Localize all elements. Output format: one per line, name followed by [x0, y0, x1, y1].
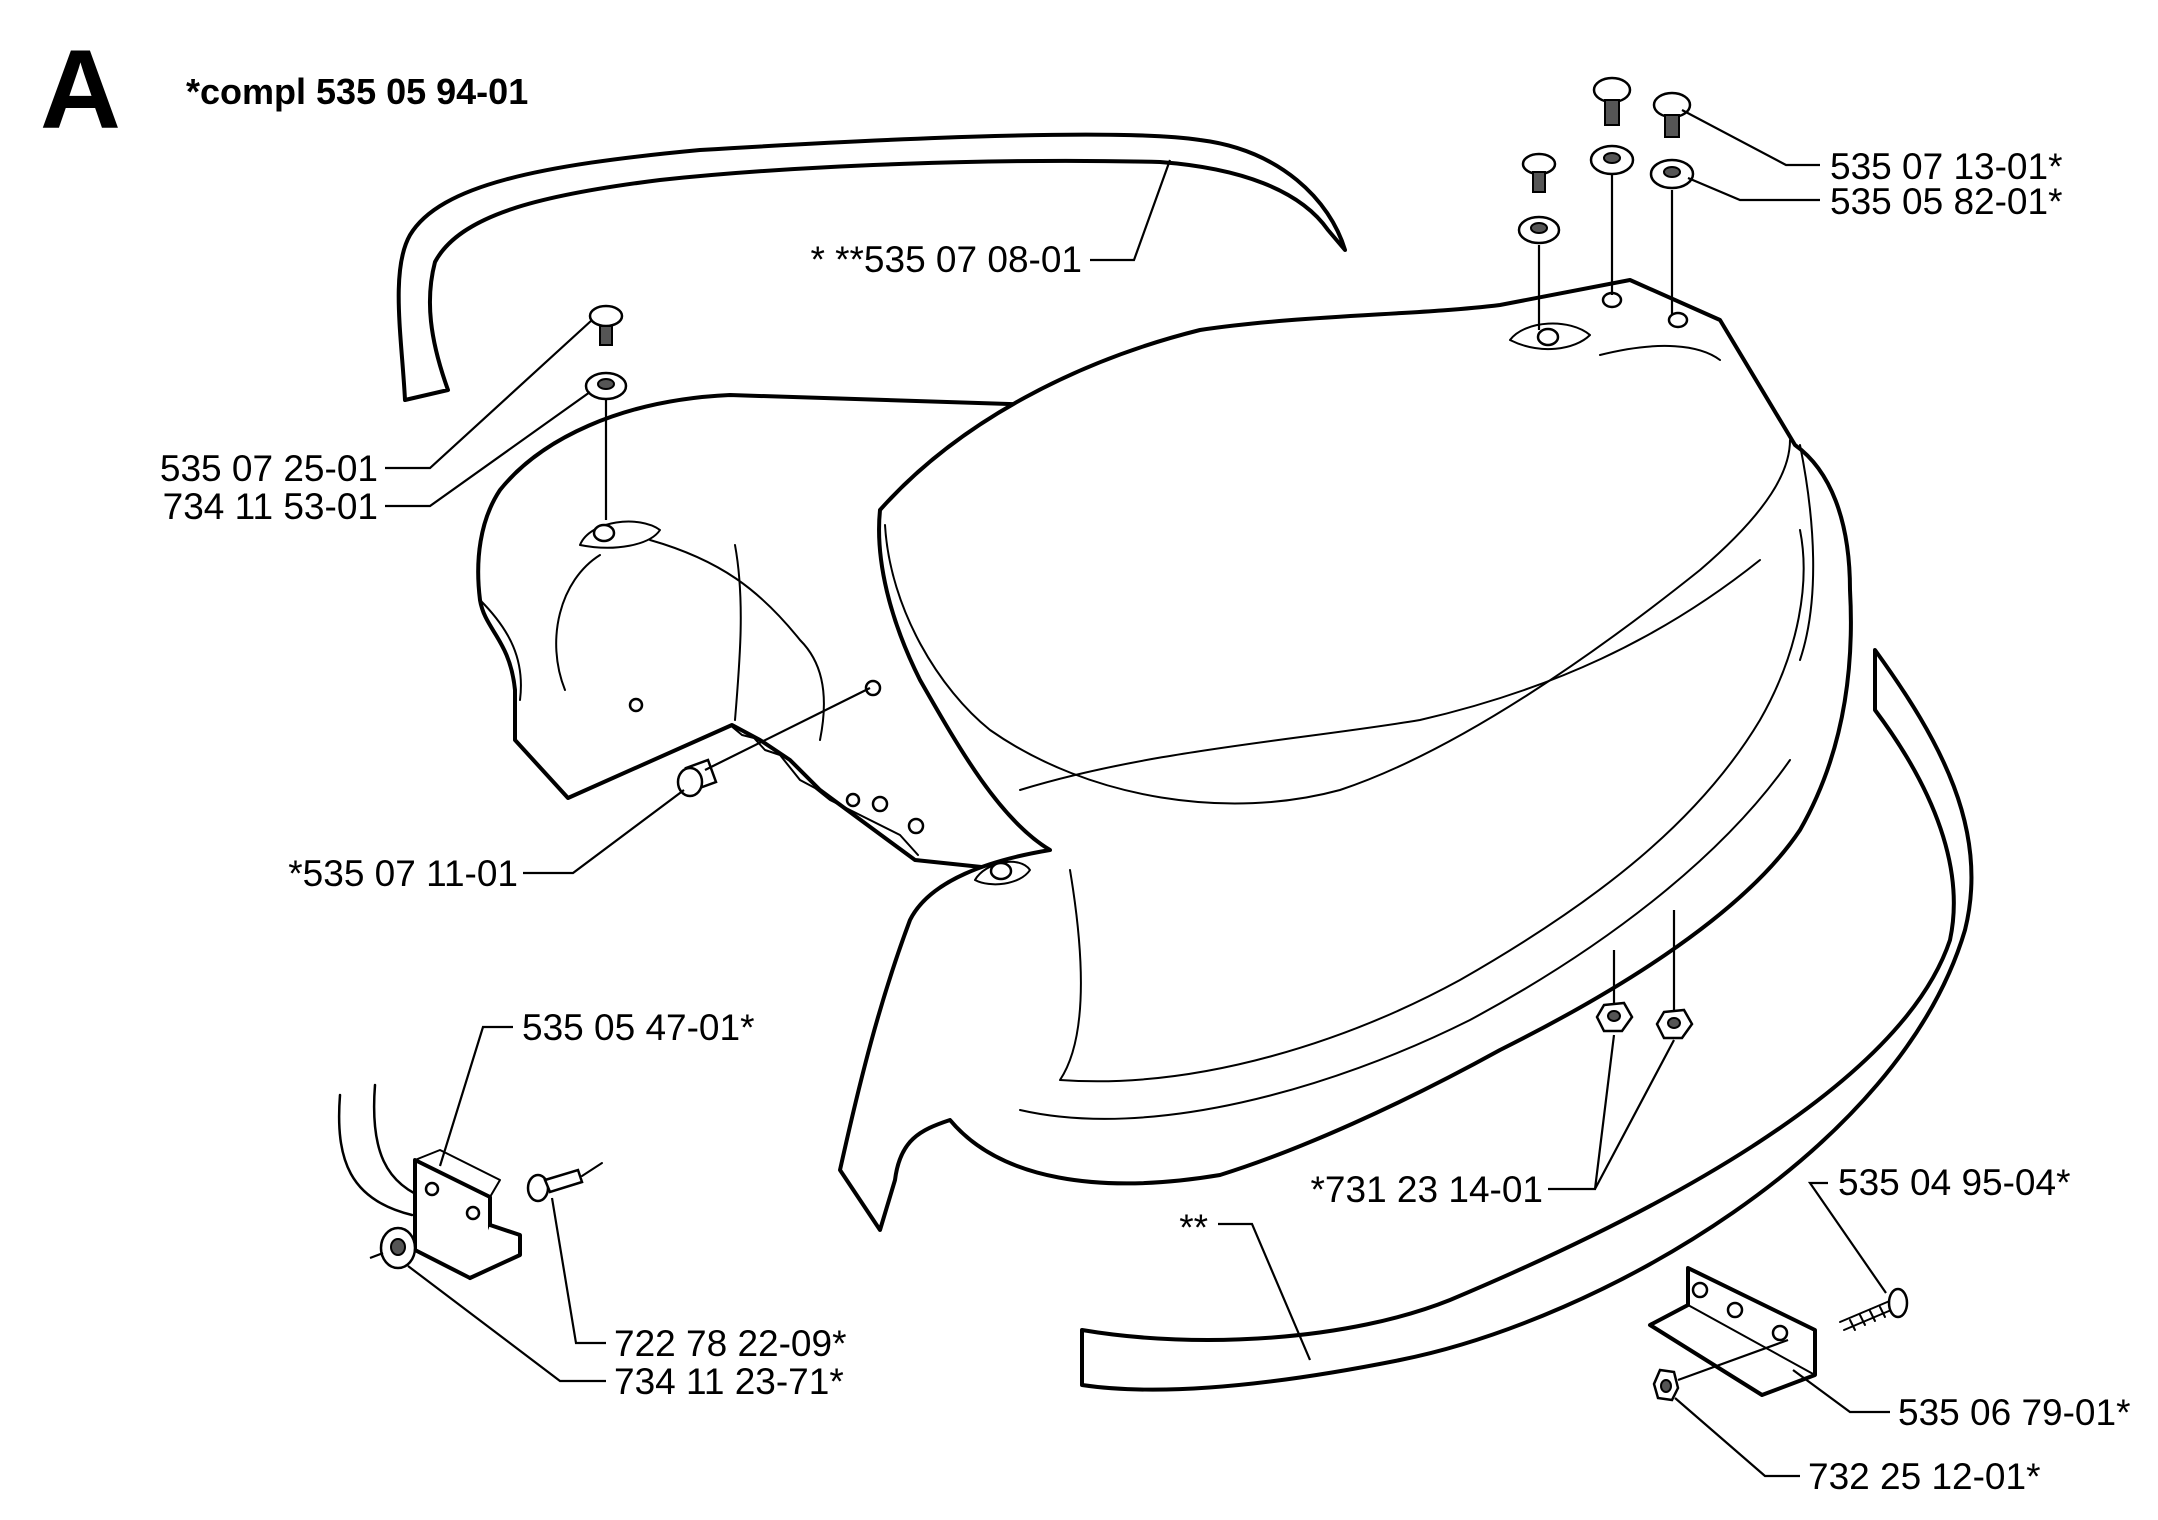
- section-letter: A: [40, 27, 121, 152]
- plunger-535-07-11-01: [676, 758, 718, 798]
- bushing-535-05-82-01: [1517, 144, 1695, 245]
- leader-l04: [385, 319, 593, 470]
- screw-535-04-95-04: [1839, 1287, 1909, 1331]
- washer-734-11-23-71: [369, 1226, 417, 1270]
- leader-l13: [1792, 1369, 1890, 1414]
- part-label-734-11-23-71: 734 11 23-71*: [614, 1361, 844, 1402]
- leader-l03: [1090, 159, 1172, 262]
- nut-axis: [1612, 910, 1676, 1010]
- leader-l12: [407, 1265, 606, 1383]
- leader-l05: [385, 391, 591, 508]
- top-trim-strip: [396, 132, 1347, 402]
- part-label-535-07-25-01: 535 07 25-01: [160, 448, 378, 489]
- part-label-535-05-47-01: 535 05 47-01*: [522, 1007, 754, 1048]
- leader-l07: [438, 1025, 513, 1167]
- part-label-535-07-11-01: *535 07 11-01: [288, 853, 518, 894]
- leader-l14: [1674, 1397, 1800, 1478]
- part-label-535-04-95-04: 535 04 95-04*: [1838, 1162, 2070, 1203]
- part-label-731-23-14-01: *731 23 14-01: [1311, 1169, 1543, 1210]
- screw-535-07-13-01: [1521, 76, 1692, 193]
- leader-l11: [550, 1197, 606, 1345]
- nut-731-23-14-01: [1595, 1001, 1694, 1040]
- washer-734-11-53-01: [584, 371, 628, 401]
- screw-535-07-25-01: [588, 304, 624, 346]
- part-label-734-11-53-01: 734 11 53-01: [163, 486, 378, 527]
- part-label-535-05-82-01: 535 05 82-01*: [1830, 181, 2062, 222]
- leader-l09: [1218, 1222, 1312, 1361]
- part-label-double-asterisk: **: [1179, 1207, 1208, 1248]
- rivet-722-78-22-09: [526, 1162, 603, 1203]
- part-label-535-06-79-01: 535 06 79-01*: [1898, 1392, 2130, 1433]
- leader-l06: [523, 789, 685, 875]
- leader-l08: [1548, 1034, 1675, 1191]
- nut-axis-right: [1677, 1338, 1789, 1382]
- leader-l10: [1807, 1181, 1887, 1294]
- cover-housing: [476, 278, 1853, 1232]
- part-label-535-07-13-01: 535 07 13-01*: [1830, 146, 2062, 187]
- leader-l01: [1681, 109, 1820, 167]
- leader-l02: [1687, 176, 1820, 202]
- plunger-axis: [704, 687, 871, 771]
- part-label-535-07-08-01: * **535 07 08-01: [810, 239, 1082, 280]
- part-label-722-78-22-09: 722 78 22-09*: [614, 1323, 846, 1364]
- front-trim-strip: [1080, 648, 1974, 1392]
- nut-732-25-12-01: [1652, 1368, 1680, 1402]
- screw-axis-top-right: [1537, 175, 1674, 330]
- angle-bracket-535-06-79-01: [1648, 1266, 1817, 1397]
- part-label-732-25-12-01: 732 25 12-01*: [1808, 1456, 2040, 1497]
- assembly-number: *compl 535 05 94-01: [186, 71, 528, 112]
- switch-bracket-535-05-47-01: [337, 1083, 522, 1280]
